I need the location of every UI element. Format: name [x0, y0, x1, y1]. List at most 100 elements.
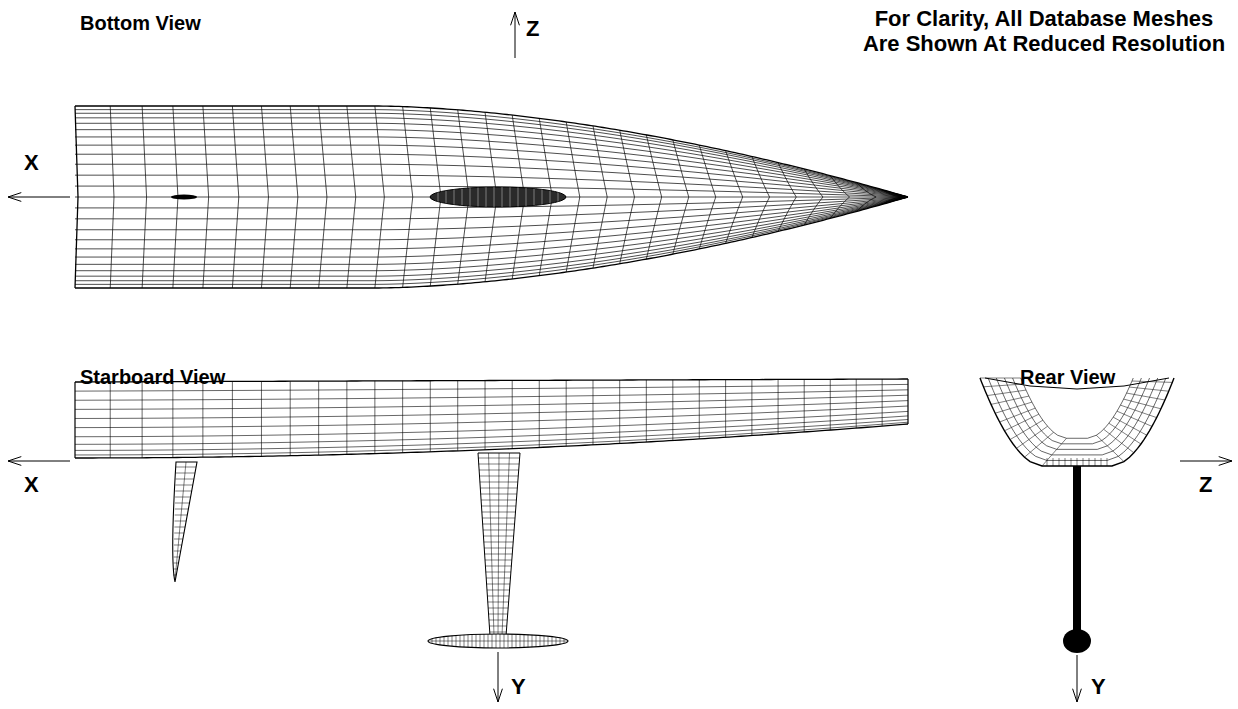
mesh-line	[74, 382, 75, 458]
mesh-line	[457, 381, 458, 451]
rudder-mesh	[175, 462, 186, 580]
axis-line	[1077, 655, 1078, 702]
axis-label: Y	[1091, 674, 1106, 699]
mesh-line	[346, 381, 347, 454]
axis-head	[511, 12, 520, 25]
mesh-line	[142, 106, 146, 288]
axis-head	[8, 457, 21, 466]
rudder-mesh	[176, 467, 196, 468]
axis-head	[8, 193, 21, 202]
rudder-mesh	[173, 569, 177, 570]
mesh-line	[1096, 435, 1124, 461]
mesh-line	[882, 379, 883, 426]
mesh-line	[1109, 423, 1141, 444]
mesh-line	[75, 420, 908, 451]
mesh-line	[778, 163, 796, 232]
keel-mesh	[494, 187, 495, 207]
mesh-line	[566, 122, 580, 272]
mesh-line	[619, 380, 620, 443]
mesh-line	[512, 380, 513, 448]
mesh-line	[593, 126, 607, 268]
mesh-line	[1113, 417, 1147, 435]
keel-mesh	[478, 187, 479, 206]
mesh-line	[830, 379, 831, 430]
keel-mesh	[502, 453, 510, 636]
mesh-line	[232, 106, 238, 288]
axis-line	[8, 461, 70, 462]
mesh-line	[261, 381, 262, 456]
axis-head	[494, 689, 503, 702]
y-axis-arrow	[1073, 655, 1082, 702]
mesh-line	[485, 381, 486, 450]
mesh-line	[673, 140, 689, 254]
keel-bulb	[1063, 629, 1091, 653]
axis-line	[8, 197, 70, 198]
rudder-mesh	[173, 575, 176, 576]
mesh-line	[1005, 414, 1039, 431]
mesh-line	[403, 107, 413, 288]
x-axis-arrow	[8, 193, 70, 202]
axis-head	[1219, 457, 1232, 466]
mesh-line	[1010, 420, 1043, 439]
mesh-line	[539, 380, 540, 447]
bulb-mesh	[428, 641, 568, 642]
keel-mesh	[550, 191, 551, 204]
mesh-line	[752, 156, 770, 237]
mesh-line	[75, 395, 908, 409]
rudder-mesh	[174, 551, 181, 552]
mesh-line	[1129, 387, 1168, 391]
mesh-line	[907, 379, 908, 424]
mesh-line	[1000, 408, 1036, 422]
mesh-line	[1025, 432, 1054, 457]
rudder-mesh	[174, 545, 182, 546]
mesh-line	[1047, 458, 1048, 466]
mesh-line	[75, 106, 78, 288]
mesh-line	[1083, 458, 1084, 466]
axis-label: Z	[1199, 472, 1212, 497]
mesh-line	[142, 382, 143, 458]
mesh-line	[1104, 429, 1134, 453]
mesh-line	[988, 378, 1166, 460]
mesh-line	[699, 145, 715, 249]
mesh-line	[203, 106, 209, 288]
mesh-line	[318, 381, 319, 455]
mesh-line	[430, 381, 431, 452]
mesh-line	[996, 378, 1157, 455]
mesh-line	[75, 106, 908, 197]
mesh-line	[830, 176, 849, 219]
axis-line	[1180, 461, 1232, 462]
mesh-line	[1120, 405, 1156, 417]
rudder-mesh	[174, 539, 183, 540]
mesh-line	[1095, 458, 1096, 466]
keel-mesh	[470, 188, 471, 206]
mesh-line	[987, 390, 1026, 396]
keel-mesh	[542, 189, 543, 204]
mesh-line	[375, 106, 384, 288]
mesh-line	[991, 396, 1029, 404]
view-title: Starboard View	[80, 366, 225, 389]
keel-mesh	[498, 453, 499, 636]
keel-mesh	[438, 192, 439, 201]
mesh-line	[882, 190, 902, 205]
mesh-line	[804, 169, 823, 225]
keel-mesh	[489, 453, 495, 636]
mesh-line	[1042, 438, 1067, 466]
mesh-line	[566, 380, 567, 446]
keel-fin	[1073, 466, 1081, 634]
mesh-line	[110, 106, 114, 288]
axis-label: X	[24, 472, 39, 497]
keel-mesh	[502, 187, 503, 207]
mesh-line	[1071, 458, 1072, 466]
mesh-line	[1127, 393, 1165, 400]
rear-view-mesh	[980, 378, 1174, 653]
mesh-line	[75, 401, 908, 419]
mesh-line	[110, 382, 111, 458]
mesh-line	[699, 380, 700, 439]
mesh-line	[804, 379, 805, 432]
keel-mesh	[462, 189, 463, 206]
keel-mesh	[510, 187, 511, 207]
mesh-line	[1077, 458, 1078, 466]
mesh-line	[1124, 399, 1161, 409]
